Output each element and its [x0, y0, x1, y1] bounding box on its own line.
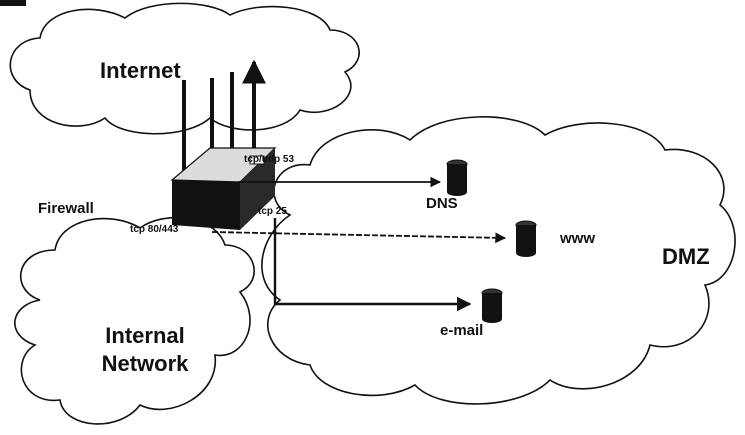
email-server-icon — [482, 289, 502, 323]
www-label: www — [560, 230, 595, 247]
port-web-label: tcp 80/443 — [130, 224, 178, 235]
internet-label: Internet — [100, 58, 181, 84]
port-mail-label: tcp 25 — [258, 206, 287, 217]
dns-server-icon — [447, 160, 467, 196]
firewall-label: Firewall — [38, 200, 94, 217]
dns-label: DNS — [426, 195, 458, 212]
email-label: e-mail — [440, 322, 483, 339]
dmz-label: DMZ — [662, 244, 710, 270]
internal-network-label: Internal Network — [70, 322, 220, 378]
port-dns-label: tcp/udp 53 — [244, 154, 294, 165]
internal-network-cloud — [15, 218, 254, 424]
www-server-icon — [516, 221, 536, 257]
